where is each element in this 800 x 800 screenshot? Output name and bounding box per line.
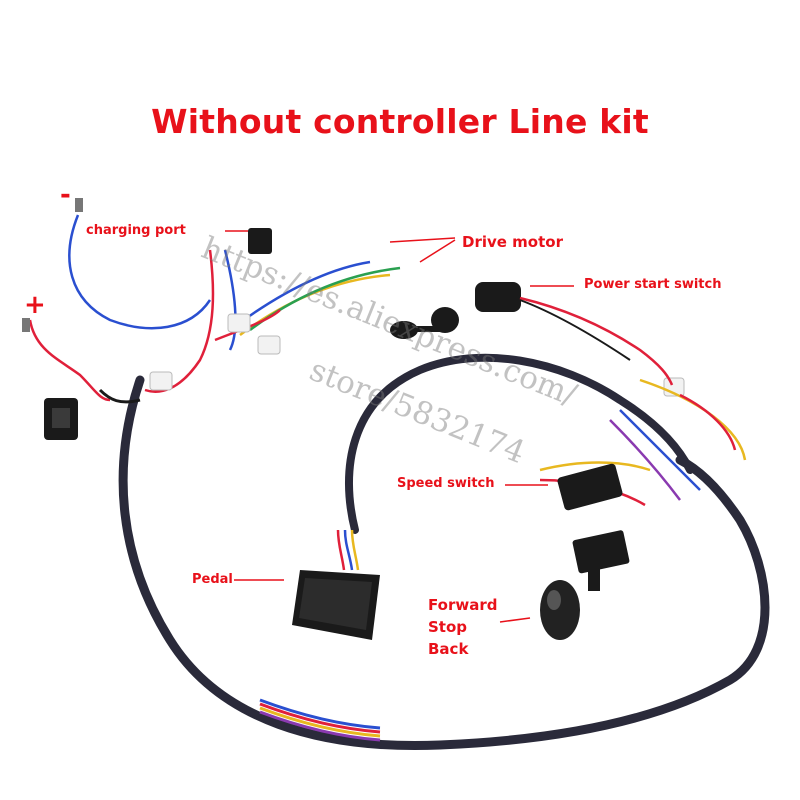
direction-label-back: Back: [428, 640, 469, 658]
key: [390, 321, 418, 339]
pedal-component: [292, 529, 380, 640]
charging-port-connector: [248, 228, 272, 254]
direction-label-forward: Forward: [428, 596, 498, 614]
power-start-switch-label: Power start switch: [584, 277, 722, 292]
speed-switch-label: Speed switch: [397, 476, 495, 491]
plus-label: +: [24, 290, 46, 320]
power-start-switch-key: [431, 307, 459, 333]
white-connector: [257, 335, 281, 355]
pedal-label: Pedal: [192, 572, 233, 587]
power-start-switch-body: [475, 282, 521, 312]
speed-switch: [557, 463, 623, 511]
drive-motor-label: Drive motor: [462, 233, 563, 251]
page-title: Without controller Line kit: [151, 102, 649, 141]
white-connector: [149, 371, 173, 391]
gear-knob: [540, 580, 580, 640]
harness-branch-speed: [344, 353, 694, 534]
label-leader-lines: [225, 230, 574, 623]
charging-port-wires: [28, 214, 237, 404]
exposed-wires-bottom: [259, 698, 381, 742]
direction-label-stop: Stop: [428, 618, 468, 636]
gear-selector-base: [572, 530, 630, 574]
main-harness-bundle: [118, 375, 770, 751]
right-colored-wires: [539, 378, 747, 507]
white-connector: [227, 313, 251, 333]
minus-label: -: [60, 180, 71, 210]
charging-port-label: charging port: [86, 223, 186, 238]
